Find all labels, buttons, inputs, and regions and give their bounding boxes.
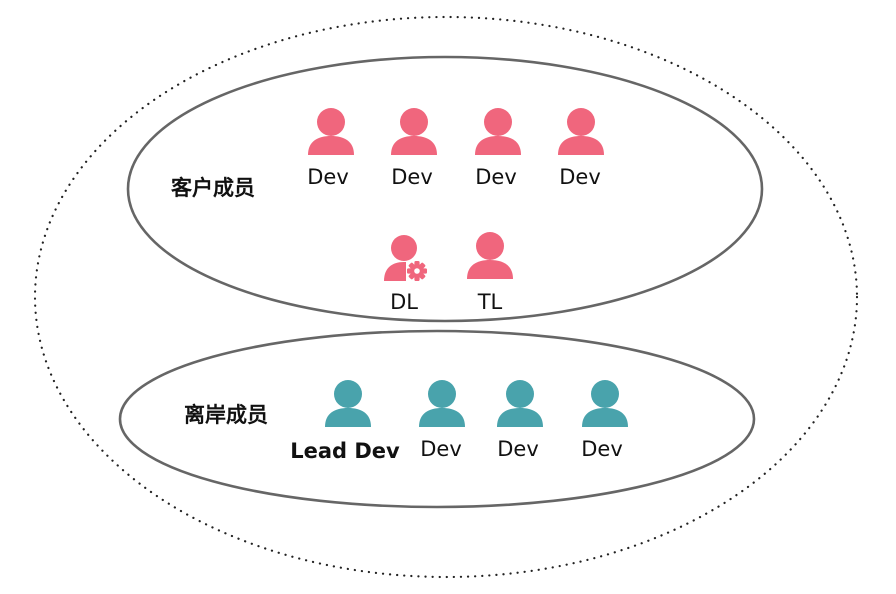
client-group: 客户成员 Dev Dev Dev Dev DL — [126, 55, 764, 323]
person-icon — [467, 232, 513, 279]
member-label: DL — [390, 290, 418, 314]
member-label: Dev — [559, 165, 601, 189]
lead-member-label: Lead Dev — [290, 439, 400, 463]
client-member: Dev — [558, 108, 604, 189]
person-icon — [558, 108, 604, 155]
person-icon — [419, 380, 465, 427]
person-gear-icon — [384, 235, 427, 281]
client-member: Dev — [307, 108, 354, 189]
member-label: Dev — [475, 165, 517, 189]
offshore-group-label: 离岸成员 — [184, 403, 268, 427]
offshore-member: Lead Dev — [290, 380, 400, 463]
person-icon — [582, 380, 628, 427]
offshore-members: Lead Dev Dev Dev Dev — [290, 380, 628, 463]
member-label: Dev — [497, 437, 539, 461]
person-icon — [391, 108, 437, 155]
client-member: Dev — [391, 108, 437, 189]
client-group-boundary — [126, 55, 764, 323]
offshore-group: 离岸成员 Lead Dev Dev Dev Dev — [118, 329, 756, 509]
person-icon — [497, 380, 543, 427]
client-group-label: 客户成员 — [171, 176, 255, 200]
member-label: TL — [477, 290, 503, 314]
client-member: Dev — [475, 108, 521, 189]
member-label: Dev — [420, 437, 462, 461]
client-member: DL — [384, 235, 427, 314]
outer-team-boundary — [33, 15, 859, 579]
client-member: TL — [467, 232, 513, 314]
member-label: Dev — [391, 165, 433, 189]
person-icon — [475, 108, 521, 155]
member-label: Dev — [581, 437, 623, 461]
client-members: Dev Dev Dev Dev DL TL — [307, 108, 604, 314]
offshore-member: Dev — [497, 380, 543, 461]
person-icon — [308, 108, 354, 155]
offshore-group-boundary — [118, 329, 756, 509]
offshore-member: Dev — [581, 380, 628, 461]
member-label: Dev — [307, 165, 349, 189]
offshore-member: Dev — [419, 380, 465, 461]
person-icon — [325, 380, 371, 427]
